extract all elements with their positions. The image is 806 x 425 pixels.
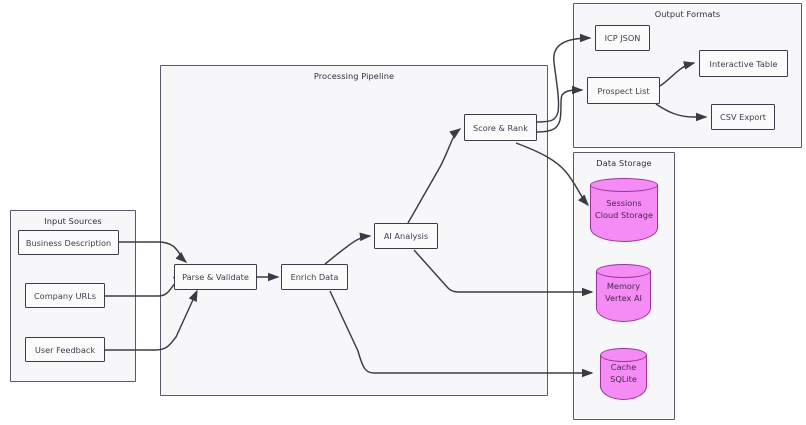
db-sessions-cap — [590, 178, 658, 192]
node-ai-analysis[interactable]: AI Analysis — [374, 223, 438, 249]
db-sessions-label: Sessions Cloud Storage — [590, 178, 658, 242]
node-csv-export[interactable]: CSV Export — [711, 104, 775, 130]
node-company-urls[interactable]: Company URLs — [25, 283, 105, 308]
node-user-feedback[interactable]: User Feedback — [25, 337, 105, 362]
node-prospect-list[interactable]: Prospect List — [587, 77, 660, 104]
db-memory-line1: Memory — [606, 281, 641, 292]
node-score-rank[interactable]: Score & Rank — [464, 114, 537, 141]
db-memory-body — [596, 271, 651, 322]
node-business-description[interactable]: Business Description — [18, 230, 119, 255]
cluster-input-sources-title: Input Sources — [44, 216, 102, 226]
db-sessions-line2: Cloud Storage — [594, 210, 654, 220]
db-cache-sqlite[interactable]: Cache SQLite — [600, 348, 647, 400]
db-memory-vertex-ai[interactable]: Memory Vertex AI — [596, 264, 651, 322]
db-sessions-cloud-storage[interactable]: Sessions Cloud Storage — [590, 178, 658, 242]
db-sessions-body — [590, 185, 658, 242]
db-memory-cap — [596, 264, 651, 278]
db-memory-label: Memory Vertex AI — [596, 264, 651, 322]
db-cache-body — [600, 355, 647, 400]
node-enrich-data[interactable]: Enrich Data — [281, 264, 348, 290]
node-parse-validate[interactable]: Parse & Validate — [174, 264, 257, 290]
db-cache-label: Cache SQLite — [600, 348, 647, 400]
cluster-data-storage-title: Data Storage — [596, 158, 652, 168]
node-icp-json[interactable]: ICP JSON — [595, 25, 650, 51]
cluster-processing-pipeline-title: Processing Pipeline — [313, 71, 395, 81]
db-cache-cap — [600, 348, 647, 362]
db-cache-line2: SQLite — [610, 374, 637, 384]
db-memory-line2: Vertex AI — [605, 293, 642, 303]
cluster-output-formats-title: Output Formats — [654, 9, 721, 19]
db-sessions-line1: Sessions — [606, 198, 642, 209]
db-cache-line1: Cache — [610, 362, 637, 373]
node-interactive-table[interactable]: Interactive Table — [699, 50, 788, 77]
